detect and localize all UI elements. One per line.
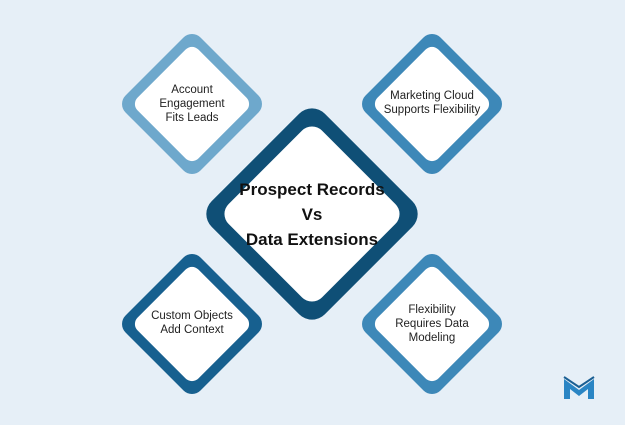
node-flexibility-modeling: Flexibility Requires Data Modeling xyxy=(351,243,513,405)
node-label: Account Engagement Fits Leads xyxy=(159,84,225,124)
center-title-line3: Data Extensions xyxy=(245,229,379,249)
center-node: Prospect Records Vs Data Extensions xyxy=(189,91,435,337)
diamond-shape xyxy=(362,254,502,394)
center-title-line2: Vs xyxy=(301,204,323,224)
brand-m-logo-icon xyxy=(563,376,595,400)
node-label: Marketing Cloud Supports Flexibility xyxy=(383,90,481,116)
node-label: Custom Objects Add Context xyxy=(151,310,233,336)
diamond-shape xyxy=(122,34,262,174)
node-custom-objects: Custom Objects Add Context xyxy=(111,243,273,405)
node-marketing-cloud: Marketing Cloud Supports Flexibility xyxy=(351,23,513,185)
node-label: Flexibility Requires Data Modeling xyxy=(395,304,469,344)
center-diamond-shape xyxy=(206,108,418,320)
diamond-shape xyxy=(122,254,262,394)
center-title: Prospect Records Vs Data Extensions xyxy=(217,176,407,252)
diamond-shape xyxy=(362,34,502,174)
node-account-engagement: Account Engagement Fits Leads xyxy=(111,23,273,185)
center-title-line1: Prospect Records xyxy=(239,179,385,199)
